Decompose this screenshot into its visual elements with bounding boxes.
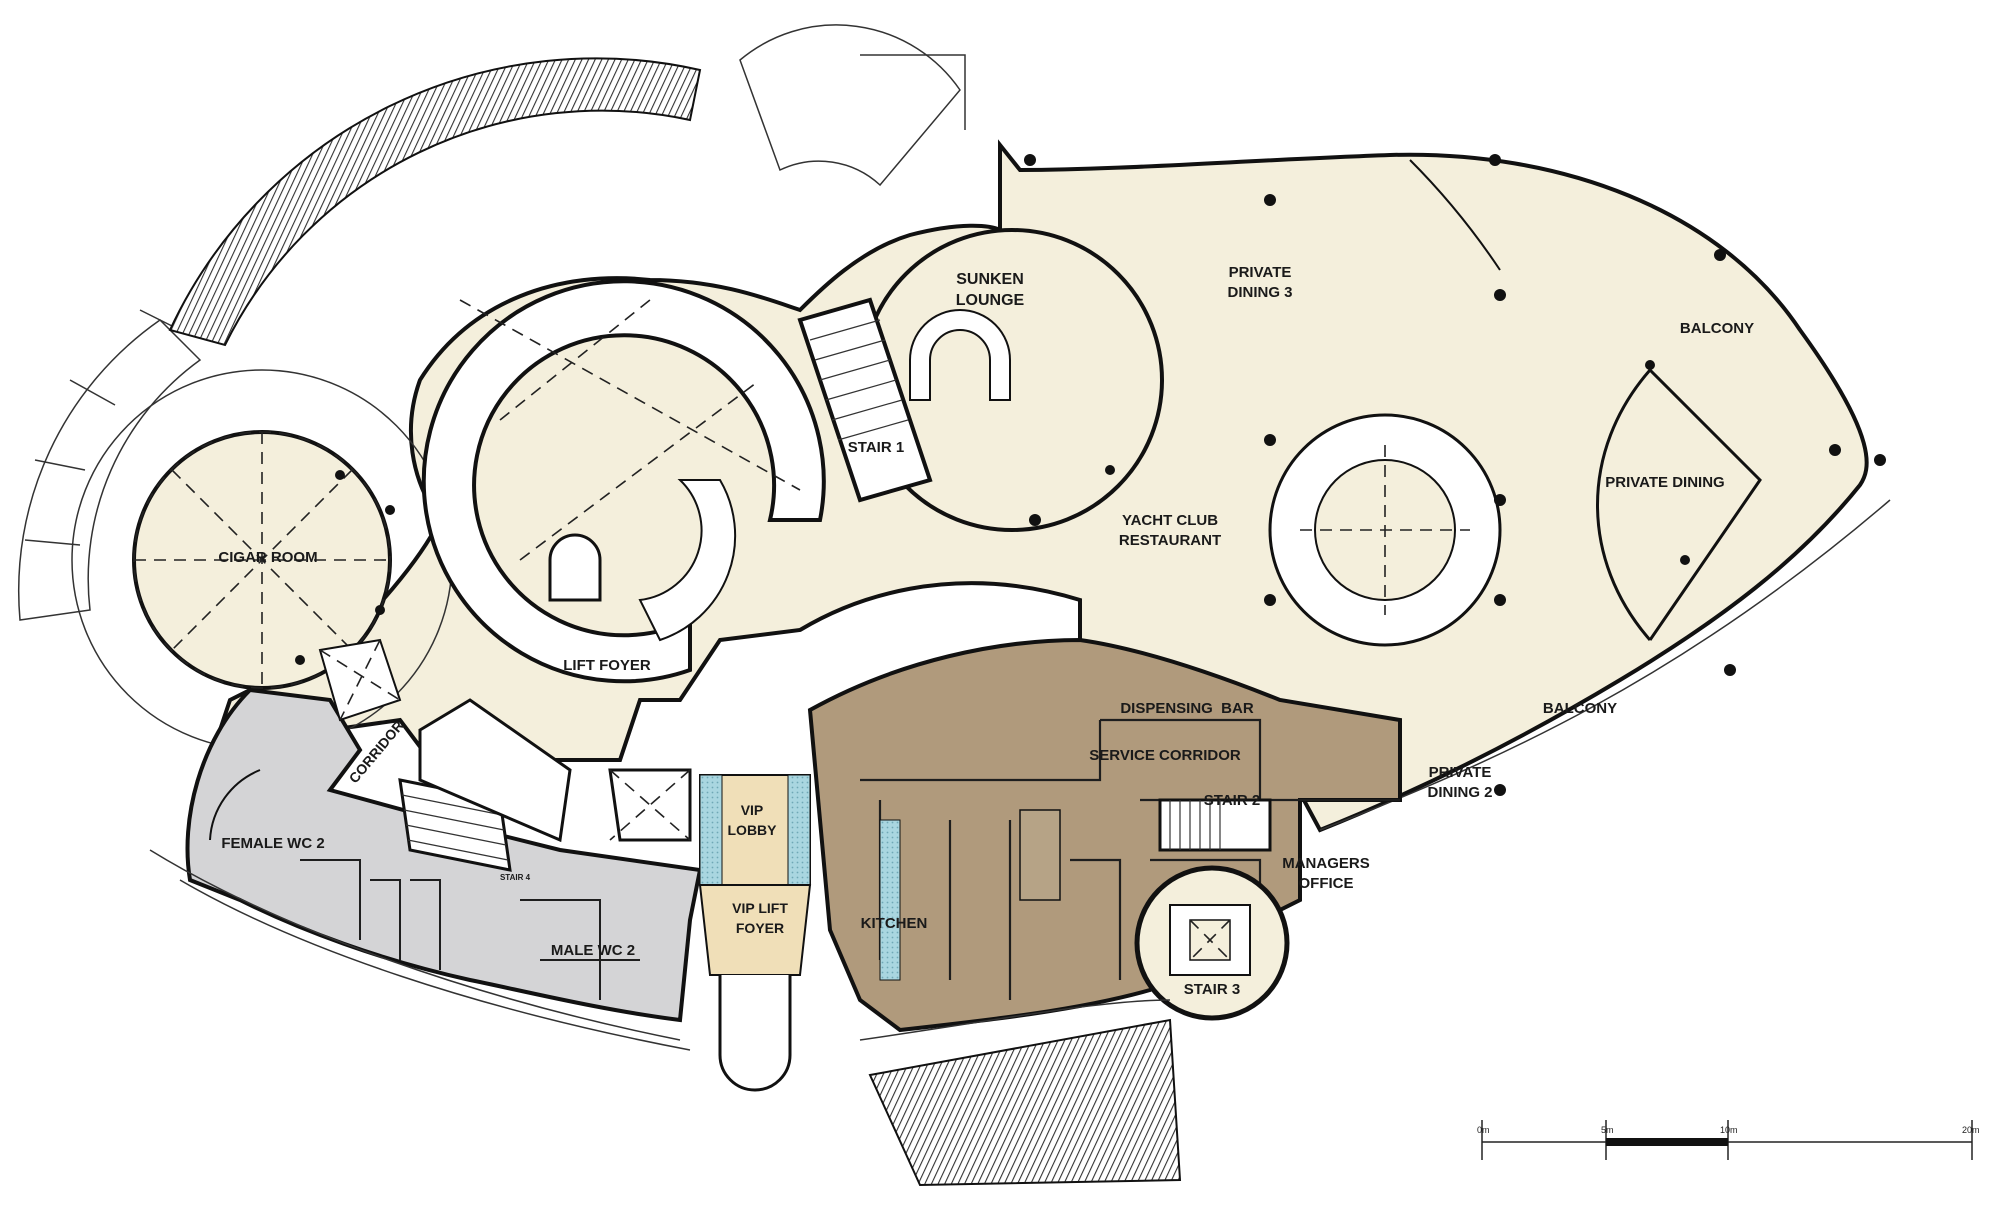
label-managers-office-1: MANAGERS: [1282, 855, 1370, 872]
label-stair-2: STAIR 2: [1204, 792, 1260, 809]
kitchen-block: [807, 637, 1402, 1033]
label-private-dining-3-1: PRIVATE: [1229, 264, 1292, 281]
stair-3: [1134, 865, 1290, 1021]
label-kitchen: KITCHEN: [861, 915, 928, 932]
label-stair-1: STAIR 1: [848, 439, 904, 456]
label-male-wc-2: MALE WC 2: [551, 942, 635, 959]
vip-zone: [698, 774, 812, 1092]
stair-2: [1158, 798, 1272, 852]
scale-tick-0: 0m: [1477, 1125, 1490, 1135]
columns: [295, 154, 1886, 796]
stair-1: [797, 297, 933, 503]
label-stair-4: STAIR 4: [500, 873, 531, 882]
label-vip-lift-foyer-1: VIP LIFT: [732, 900, 788, 916]
label-sunken-lounge-2: LOUNGE: [956, 292, 1025, 309]
scale-tick-20: 20m: [1962, 1125, 1980, 1135]
private-dining-zone: [1409, 159, 1762, 641]
ramp-edge: [859, 999, 1171, 1041]
label-stair-3: STAIR 3: [1184, 981, 1240, 998]
label-sunken-lounge-1: SUNKEN: [956, 271, 1024, 288]
spiral-stair: [1268, 413, 1502, 647]
label-managers-office-2: OFFICE: [1299, 875, 1354, 892]
label-vip-lift-foyer-2: FOYER: [736, 920, 784, 936]
label-vip-lobby-1: VIP: [741, 802, 764, 818]
outer-terrace: [17, 24, 966, 621]
label-balcony-bottom: BALCONY: [1543, 700, 1617, 717]
label-cigar-room: CIGAR ROOM: [218, 549, 317, 566]
scale-bar: 0m 5m 10m 20m: [1477, 1120, 1980, 1160]
room-labels: SUNKEN LOUNGE PRIVATE DINING 3 BALCONY S…: [218, 264, 1754, 998]
bottom-ramp: [868, 1018, 1182, 1187]
label-vip-lobby-2: LOBBY: [728, 822, 778, 838]
label-lift-foyer: LIFT FOYER: [563, 657, 651, 674]
label-private-dining-2-1: PRIVATE: [1429, 764, 1492, 781]
label-yacht-club-2: RESTAURANT: [1119, 532, 1221, 549]
lift-foyer-rotunda: [421, 279, 826, 684]
scale-tick-5: 5m: [1601, 1125, 1614, 1135]
label-service-corridor: SERVICE CORRIDOR: [1089, 747, 1241, 764]
label-balcony-top: BALCONY: [1680, 320, 1754, 337]
label-private-dining-3-2: DINING 3: [1227, 284, 1292, 301]
scale-tick-10: 10m: [1720, 1125, 1738, 1135]
label-female-wc-2: FEMALE WC 2: [221, 835, 324, 852]
label-dispensing-bar: DISPENSING BAR: [1120, 700, 1254, 717]
label-yacht-club-1: YACHT CLUB: [1122, 512, 1218, 529]
label-private-dining-2-2: DINING 2: [1427, 784, 1492, 801]
label-private-dining: PRIVATE DINING: [1605, 474, 1724, 491]
corridor-lift-core: [318, 638, 692, 843]
